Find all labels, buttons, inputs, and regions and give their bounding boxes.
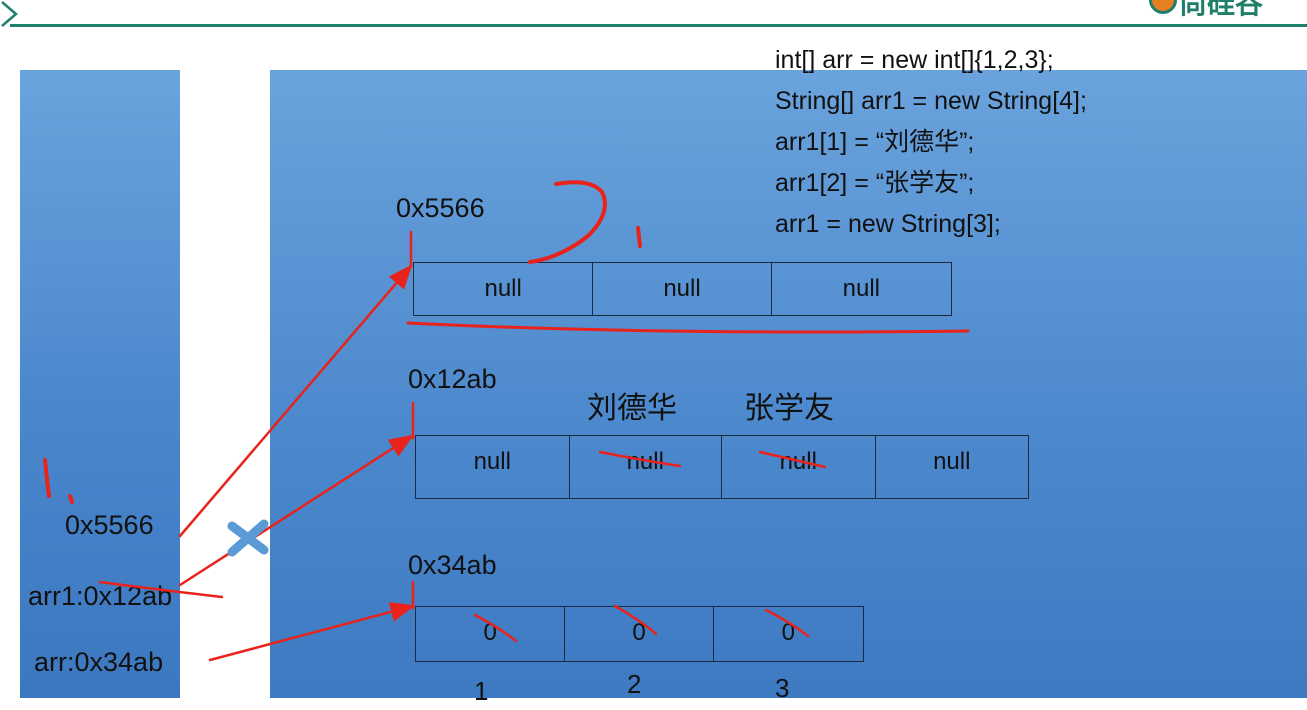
heap-array-0x5566: null null null <box>413 262 952 316</box>
array-index-label: 2 <box>627 669 642 699</box>
code-line-3: arr1[1] = “刘德华”; <box>775 128 975 156</box>
heap-array-0x34ab: 0 0 0 <box>415 606 864 662</box>
header-divider <box>10 24 1307 27</box>
brand-logo: 尚硅谷 <box>1137 0 1307 22</box>
array-cell: 0 <box>781 619 796 646</box>
broken-reference-cross-icon <box>227 519 269 557</box>
code-line-4: arr1[2] = “张学友”; <box>775 169 975 197</box>
code-line-1: int[] arr = new int[]{1,2,3}; <box>775 46 1054 74</box>
array-cell: null <box>593 263 772 315</box>
assigned-value-1: 刘德华 <box>587 392 677 425</box>
array-cell: null <box>933 448 971 475</box>
logo-mark-icon <box>1149 0 1177 14</box>
code-line-2: String[] arr1 = new String[4]; <box>775 87 1087 115</box>
array-index-label: 1 <box>474 676 489 706</box>
array-index-label: 3 <box>775 673 790 703</box>
assigned-value-2: 张学友 <box>744 392 834 425</box>
stack-var-arr1: arr1:0x12ab <box>28 581 173 611</box>
array-cell: 0 <box>416 607 566 661</box>
code-line-5: arr1 = new String[3]; <box>775 210 1001 238</box>
heap-address-0x12ab: 0x12ab <box>408 364 497 394</box>
heap-address-0x5566: 0x5566 <box>396 193 485 223</box>
corner-arrow-icon <box>1 1 18 27</box>
array-cell: null <box>416 436 570 498</box>
stack-var-0x5566: 0x5566 <box>65 510 154 540</box>
stack-var-arr: arr:0x34ab <box>34 647 164 677</box>
heap-memory-panel <box>270 70 1307 698</box>
array-cell: null <box>722 436 876 498</box>
array-cell: null <box>570 436 722 498</box>
array-cell: null <box>414 263 594 315</box>
array-cell: 0 <box>565 607 714 661</box>
top-bar: 尚硅谷 <box>0 0 1307 30</box>
heap-address-0x34ab: 0x34ab <box>408 550 497 580</box>
heap-array-0x12ab: null null null null <box>415 435 1029 499</box>
logo-text: 尚硅谷 <box>1179 0 1264 19</box>
array-cell: null <box>842 275 881 302</box>
